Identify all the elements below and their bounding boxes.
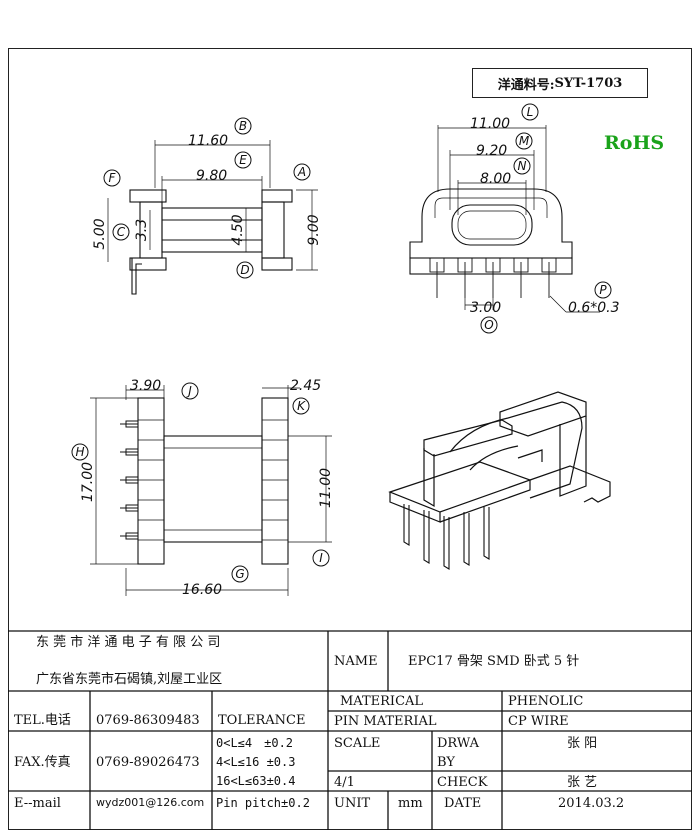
dim-top-left: 5.00 (92, 218, 108, 249)
dim-top-inner: 9.80 (196, 168, 227, 184)
dim-front-mid: 9.20 (476, 143, 507, 159)
label-d: D (240, 263, 249, 277)
side-view (90, 385, 332, 596)
name-label: NAME (334, 654, 378, 669)
dim-side-length: 16.60 (182, 582, 222, 598)
tel-label: TEL.电话 (14, 713, 71, 728)
label-e: E (239, 153, 247, 167)
label-o: O (484, 318, 493, 332)
dim-top-width: 11.60 (188, 133, 228, 149)
name-value: EPC17 骨架 SMD 卧式 5 针 (408, 654, 580, 669)
email-value[interactable]: wydz001@126.com (96, 796, 205, 809)
dim-pin: 0.6*0.3 (568, 300, 620, 316)
reference-labels: A B C D E F H I J K L M N O P G (71, 103, 612, 583)
tel-value: 0769-86309483 (96, 713, 200, 728)
tolerance-2: 4<L≤16 ±0.3 (216, 755, 296, 769)
date-label: DATE (444, 796, 482, 811)
dim-pitch: 3.00 (470, 300, 501, 316)
label-m: M (519, 134, 530, 148)
material-value: PHENOLIC (508, 694, 584, 709)
dim-top-mid: 4.50 (230, 214, 246, 245)
label-h: H (75, 445, 84, 459)
drawing-sheet (8, 48, 692, 830)
company-address: 广东省东莞市石碣镇,刘屋工业区 (36, 672, 223, 687)
email-label: E--mail (14, 796, 61, 811)
dim-side-core: 11.00 (318, 468, 334, 508)
drawn-value: 张 阳 (567, 736, 598, 751)
dim-side-height: 17.00 (80, 462, 96, 502)
tolerance-label: TOLERANCE (218, 713, 306, 728)
rohs-mark: RoHS (604, 132, 665, 154)
check-value: 张 艺 (567, 775, 598, 790)
scale-label: SCALE (334, 736, 381, 751)
label-a: A (297, 165, 306, 179)
label-l: L (527, 105, 534, 119)
drawn-label-2: BY (437, 755, 455, 770)
tolerance-3: 16<L≤63±0.4 (216, 774, 296, 788)
title-block-grid (8, 630, 692, 830)
tolerance-4: Pin pitch±0.2 (216, 796, 310, 810)
label-n: N (518, 159, 527, 173)
scale-value: 4/1 (334, 775, 355, 790)
label-b: B (239, 119, 247, 133)
unit-value: mm (398, 796, 423, 811)
dim-front-inner: 8.00 (480, 171, 511, 187)
part-number-value: SYT-1703 (554, 75, 623, 91)
label-g: G (235, 567, 244, 581)
company-name: 东 莞 市 洋 通 电 子 有 限 公 司 (36, 635, 221, 650)
drawn-label-1: DRWA (437, 736, 480, 751)
label-j: J (186, 384, 192, 398)
front-view (409, 125, 600, 313)
label-c: C (117, 225, 126, 239)
date-value: 2014.03.2 (558, 796, 625, 811)
tolerance-1: 0<L≤4 ±0.2 (216, 736, 294, 750)
part-number-box: 洋通料号: SYT-1703 (472, 68, 648, 98)
label-f: F (109, 171, 117, 185)
dim-side-right: 2.45 (290, 378, 321, 394)
fax-value: 0769-89026473 (96, 755, 200, 770)
dim-top-height: 9.00 (306, 214, 322, 245)
top-view (107, 140, 318, 295)
pin-material-label: PIN MATERIAL (334, 714, 437, 729)
label-i: I (319, 551, 323, 565)
dim-front-width: 11.00 (470, 116, 510, 132)
pin-material-value: CP WIRE (508, 714, 569, 729)
unit-label: UNIT (334, 796, 371, 811)
part-number-label: 洋通料号: (497, 77, 555, 93)
label-k: K (297, 399, 306, 413)
isometric-view[interactable] (388, 391, 611, 570)
fax-label: FAX.传真 (14, 755, 71, 770)
dimension-texts: 11.60 9.80 5.00 3.3 4.50 9.00 11.00 9.20… (80, 116, 620, 598)
check-label: CHECK (437, 775, 488, 790)
label-p: P (599, 283, 607, 297)
dim-top-small: 3.3 (134, 219, 150, 241)
material-label: MATERICAL (340, 694, 424, 709)
dim-side-flange: 3.90 (130, 378, 161, 394)
